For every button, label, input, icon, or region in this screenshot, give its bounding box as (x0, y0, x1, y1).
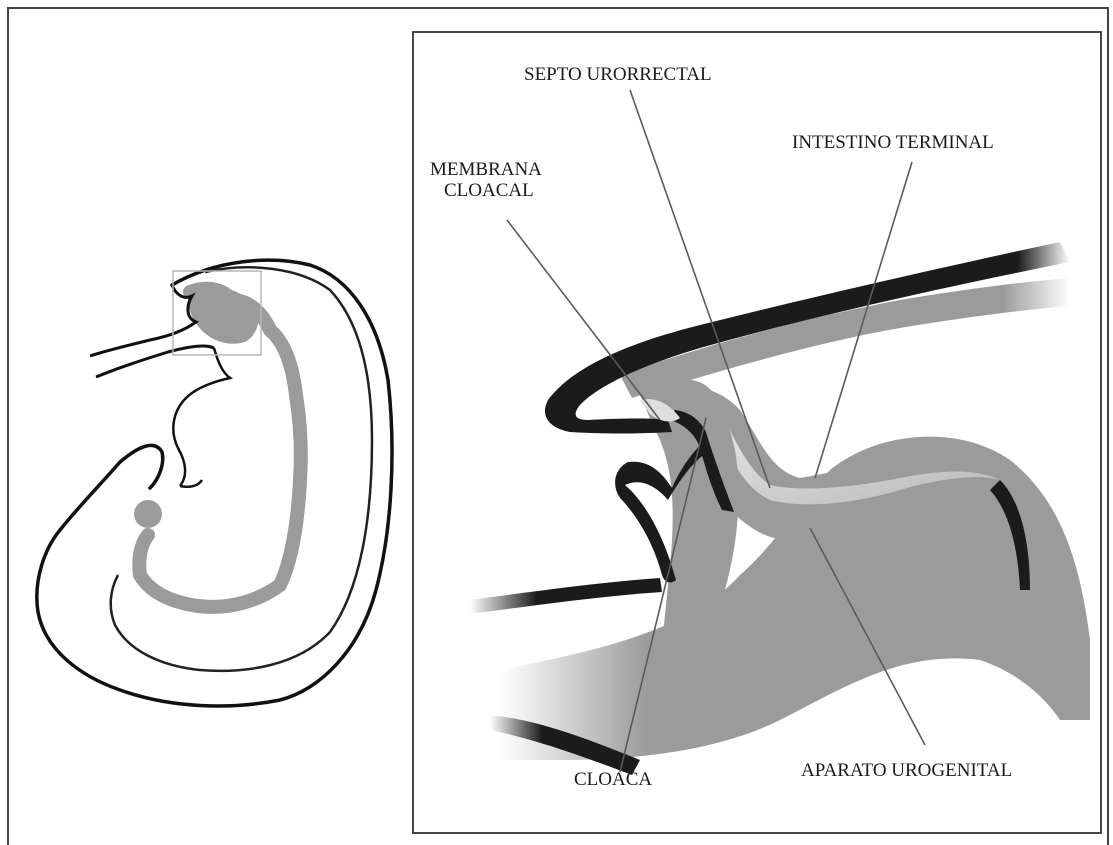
label-septo-urorrectal: SEPTO URORRECTAL (524, 64, 712, 85)
label-aparato-urogenital: APARATO UROGENITAL (801, 760, 1012, 781)
embryo-yolk-notch (173, 348, 230, 487)
embryo-cloaca-region (188, 286, 258, 344)
label-cloaca: CLOACA (574, 769, 652, 790)
label-membrana-line2: CLOACAL (444, 180, 534, 201)
embryo-stomodeum-knob (134, 500, 162, 528)
label-intestino-terminal: INTESTINO TERMINAL (792, 132, 994, 153)
embryo-overview-illustration (37, 260, 392, 706)
label-membrana-line1: MEMBRANA (430, 159, 542, 180)
